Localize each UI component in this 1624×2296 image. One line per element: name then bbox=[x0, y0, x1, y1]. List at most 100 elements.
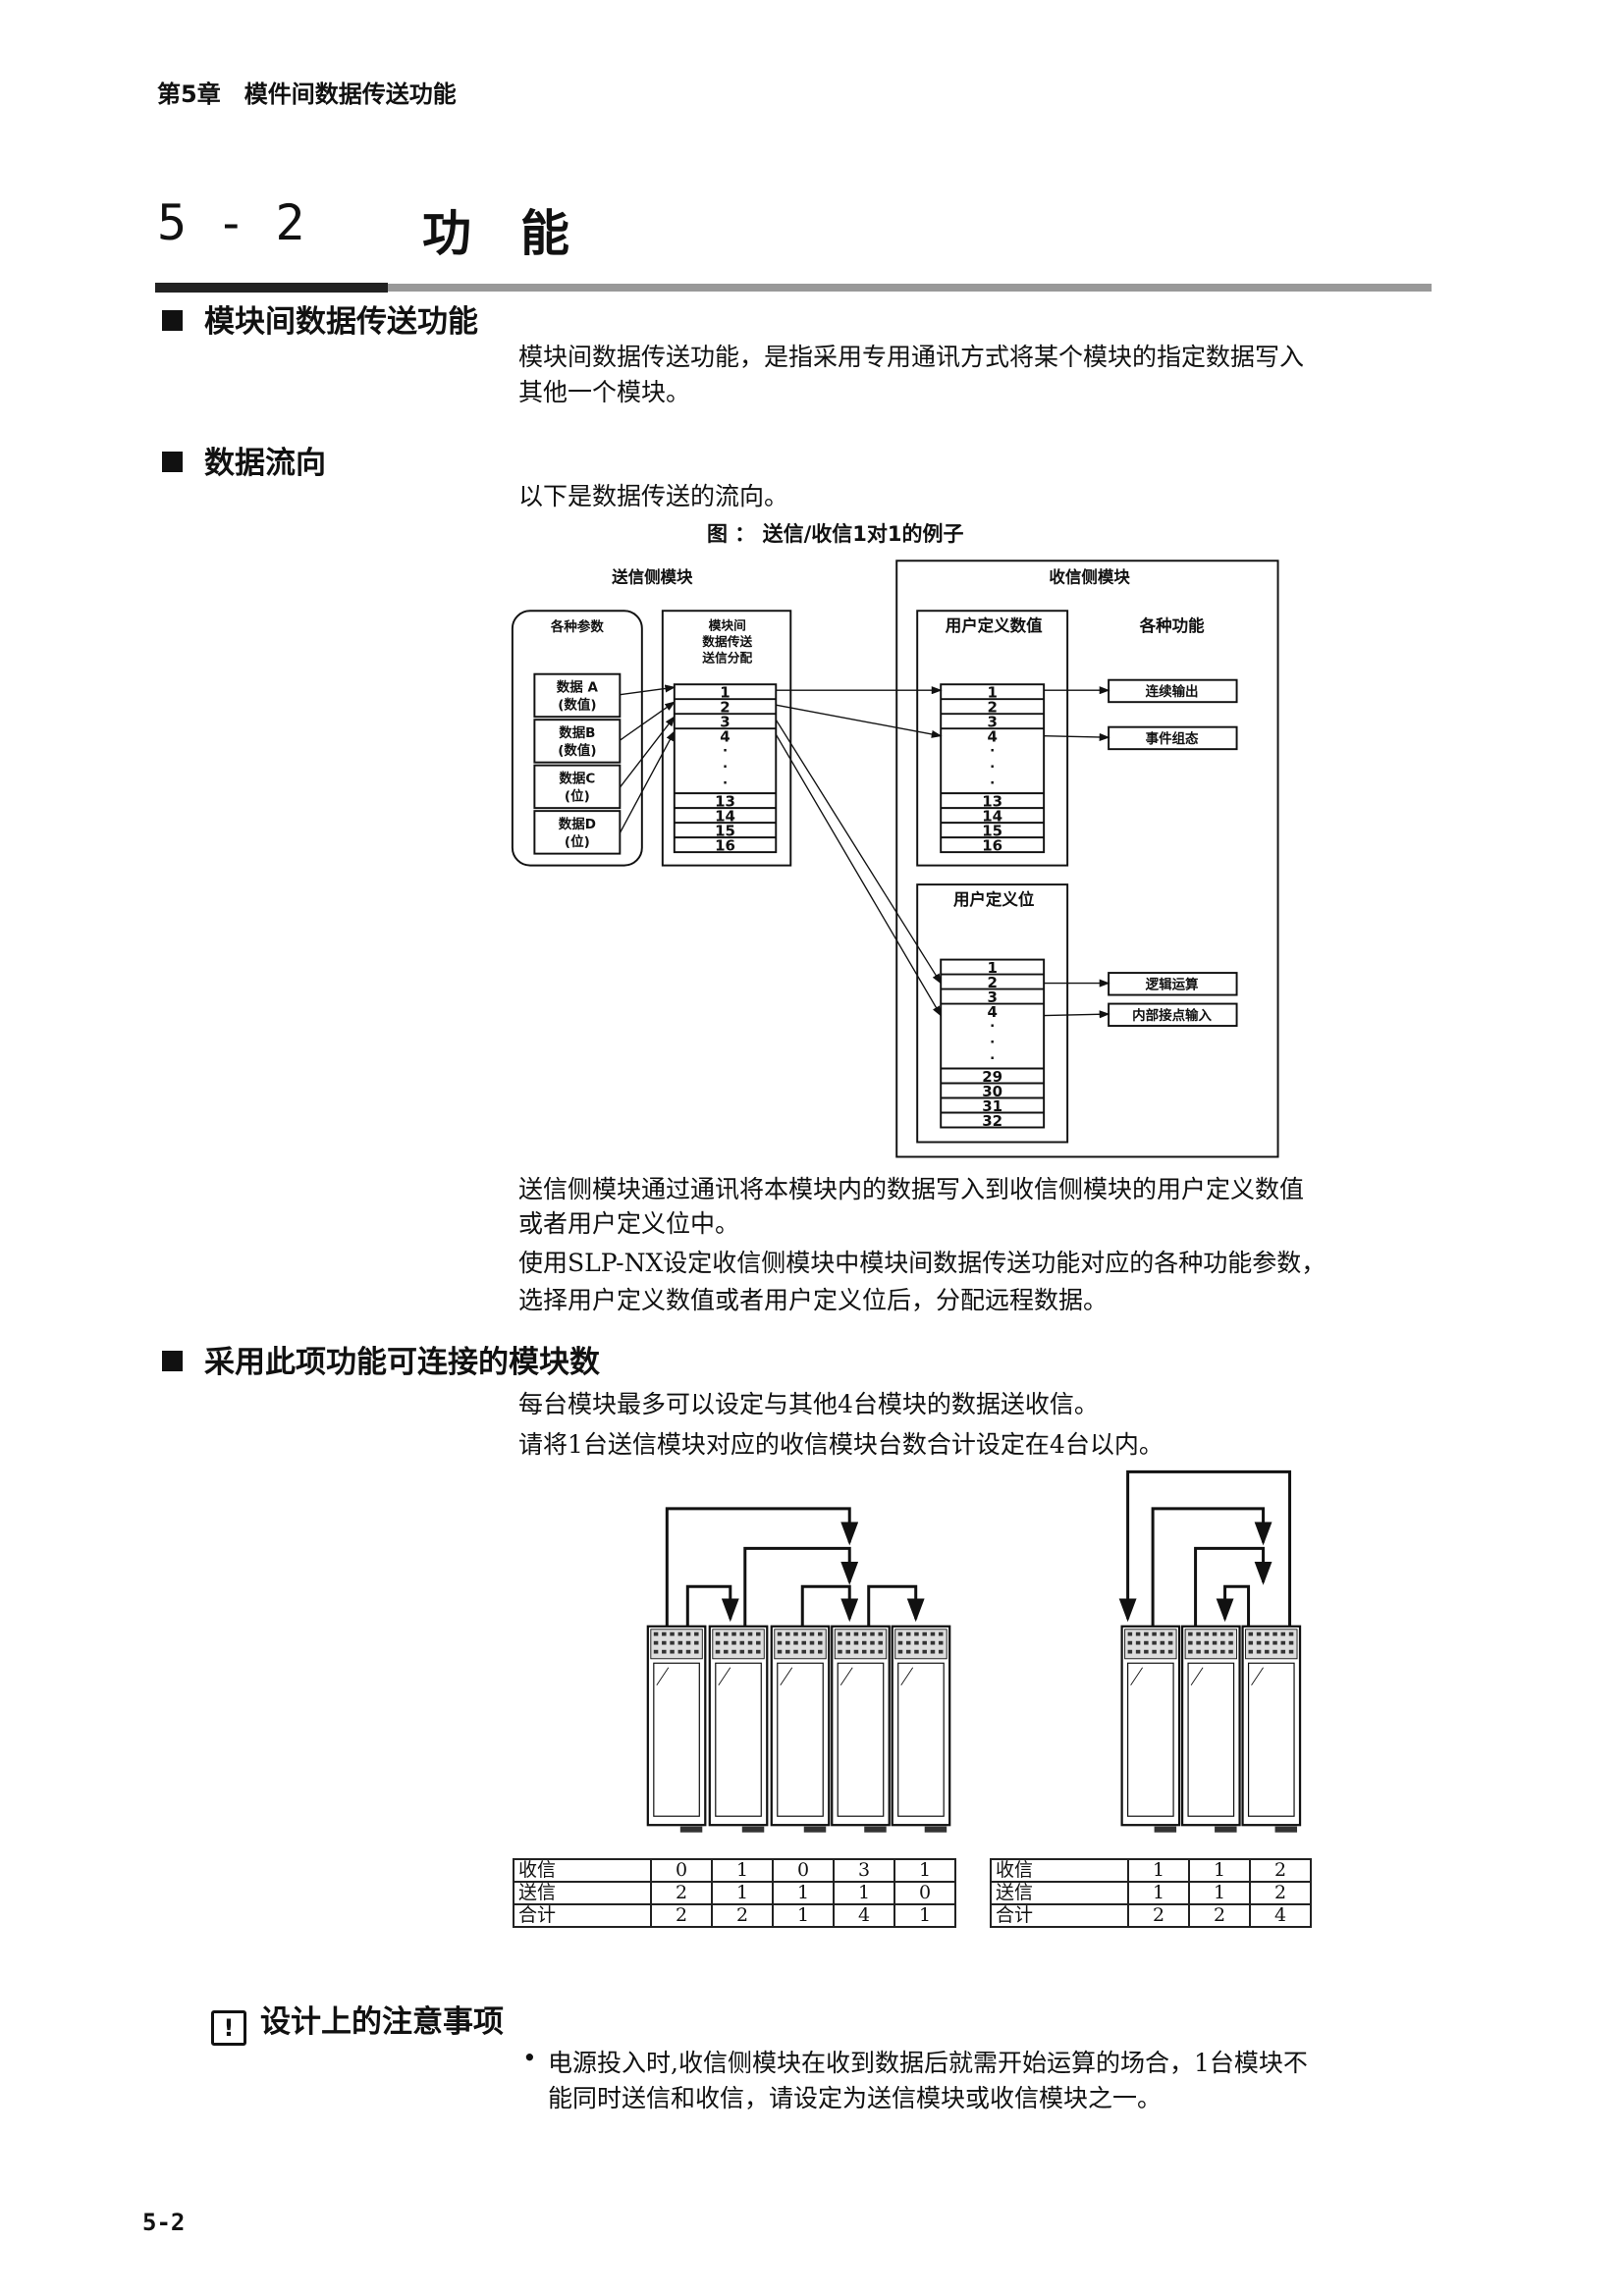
indicator-led bbox=[870, 1631, 875, 1636]
indicator-led bbox=[724, 1631, 729, 1636]
indicator-led bbox=[1288, 1631, 1294, 1636]
indicator-led bbox=[1152, 1631, 1157, 1636]
page-number: 5-2 bbox=[142, 2209, 186, 2236]
module-body bbox=[708, 1625, 769, 1827]
caution-text: 电源投入时,收信侧模块在收到数据后就需开始运算的场合，1台模块不 bbox=[548, 2049, 1308, 2077]
ellipsis-dot: · bbox=[723, 760, 728, 775]
indicator-led bbox=[1248, 1631, 1254, 1636]
indicator-led bbox=[1280, 1649, 1286, 1654]
indicator-led bbox=[878, 1649, 883, 1654]
module-window bbox=[715, 1662, 762, 1817]
params-box bbox=[511, 610, 643, 867]
indicator-led bbox=[870, 1649, 875, 1654]
data-flow-diagram: 送信侧模块 收信侧模块 各种参数 模块间 数据传送 送信分配 用户定义数值 各种… bbox=[511, 560, 1279, 1158]
row-label: 收信 bbox=[513, 1858, 652, 1883]
indicator-led bbox=[838, 1640, 842, 1645]
indicator-led bbox=[897, 1640, 903, 1645]
module-indicator-panel bbox=[1184, 1629, 1238, 1660]
flow-arrow bbox=[1044, 732, 1110, 742]
slot-number: 14 bbox=[715, 808, 735, 826]
flow-arrow bbox=[619, 701, 676, 741]
indicator-led bbox=[1135, 1631, 1141, 1636]
flow-arrow bbox=[619, 716, 676, 788]
connection-arrow bbox=[867, 1584, 925, 1627]
module-window bbox=[1127, 1662, 1174, 1817]
slot-number: 30 bbox=[982, 1083, 1002, 1100]
slot-table bbox=[940, 958, 1046, 1129]
indicator-led bbox=[1135, 1649, 1141, 1654]
controller-module bbox=[1241, 1625, 1302, 1833]
indicator-led bbox=[1228, 1640, 1233, 1645]
row-label: 合计 bbox=[990, 1903, 1129, 1928]
indicator-led bbox=[1127, 1631, 1133, 1636]
indicator-led bbox=[1204, 1649, 1210, 1654]
indicator-led bbox=[662, 1631, 667, 1636]
svg-text:数据传送: 数据传送 bbox=[702, 634, 752, 650]
indicator-led bbox=[845, 1640, 850, 1645]
receiver-title: 收信侧模块 bbox=[1049, 567, 1130, 587]
count-cell: 2 bbox=[1127, 1903, 1190, 1928]
connection-arrow bbox=[743, 1546, 859, 1627]
square-bullet-icon bbox=[162, 452, 183, 472]
connection-arrow bbox=[665, 1507, 859, 1627]
indicator-led bbox=[1196, 1649, 1201, 1654]
svg-text:送信分配: 送信分配 bbox=[701, 651, 752, 667]
indicator-led bbox=[1167, 1631, 1173, 1636]
function-label: 连续输出 bbox=[1146, 683, 1199, 700]
slot-number: 4 bbox=[987, 1003, 997, 1021]
slot-number: 3 bbox=[987, 988, 997, 1006]
section-number: 5 - 2 bbox=[157, 194, 305, 251]
indicator-led bbox=[756, 1640, 761, 1645]
indicator-led bbox=[694, 1631, 699, 1636]
heading-inter-module: 模块间数据传送功能 bbox=[162, 296, 478, 341]
slot-number: 4 bbox=[987, 728, 997, 746]
flow-arrow bbox=[775, 733, 942, 1017]
count-cell: 3 bbox=[833, 1858, 895, 1883]
indicator-led bbox=[870, 1640, 875, 1645]
connection-arrow bbox=[685, 1584, 739, 1627]
indicator-led bbox=[793, 1631, 798, 1636]
indicator-led bbox=[914, 1631, 919, 1636]
indicator-led bbox=[1167, 1649, 1173, 1654]
module-indicator-panel bbox=[1245, 1629, 1298, 1660]
body-text: 送信侧模块通过通讯将本模块内的数据写入到收信侧模块的用户定义数值 bbox=[518, 1175, 1305, 1203]
module-indicator-panel bbox=[1124, 1629, 1177, 1660]
square-bullet-icon bbox=[162, 1351, 183, 1371]
controller-module bbox=[770, 1625, 831, 1833]
indicator-led bbox=[845, 1631, 850, 1636]
indicator-led bbox=[1204, 1640, 1210, 1645]
indicator-led bbox=[653, 1649, 659, 1654]
indicator-led bbox=[1160, 1640, 1165, 1645]
body-text: 使用SLP-NX设定收信侧模块中模块间数据传送功能对应的各种功能参数， bbox=[518, 1249, 1326, 1277]
indicator-led bbox=[914, 1640, 919, 1645]
count-cell: 1 bbox=[772, 1903, 835, 1928]
module-body bbox=[1180, 1625, 1241, 1827]
indicator-led bbox=[793, 1640, 798, 1645]
indicator-led bbox=[1196, 1631, 1201, 1636]
functions-title: 各种功能 bbox=[1139, 615, 1205, 635]
count-cell: 1 bbox=[772, 1881, 835, 1905]
indicator-led bbox=[1212, 1640, 1218, 1645]
indicator-led bbox=[1127, 1640, 1133, 1645]
slot-number: 15 bbox=[982, 823, 1002, 840]
indicator-led bbox=[1272, 1640, 1277, 1645]
window-glare bbox=[780, 1667, 793, 1686]
body-text: 选择用户定义数值或者用户定义位后，分配远程数据。 bbox=[518, 1286, 1109, 1314]
indicator-led bbox=[1144, 1631, 1149, 1636]
indicator-led bbox=[747, 1631, 753, 1636]
indicator-led bbox=[861, 1649, 867, 1654]
controller-module bbox=[891, 1625, 951, 1833]
indicator-led bbox=[861, 1631, 867, 1636]
heading-data-flow: 数据流向 bbox=[162, 438, 326, 482]
user-value-box bbox=[916, 610, 1069, 867]
flow-arrow bbox=[775, 719, 942, 985]
module-connection-diagrams bbox=[646, 1469, 1302, 1833]
count-cell: 1 bbox=[1127, 1881, 1190, 1905]
count-cell: 2 bbox=[711, 1903, 774, 1928]
slot-number: 4 bbox=[720, 728, 730, 746]
count-cell: 1 bbox=[1188, 1858, 1251, 1883]
module-indicator-panel bbox=[712, 1629, 765, 1660]
indicator-led bbox=[785, 1631, 790, 1636]
indicator-led bbox=[1144, 1649, 1149, 1654]
